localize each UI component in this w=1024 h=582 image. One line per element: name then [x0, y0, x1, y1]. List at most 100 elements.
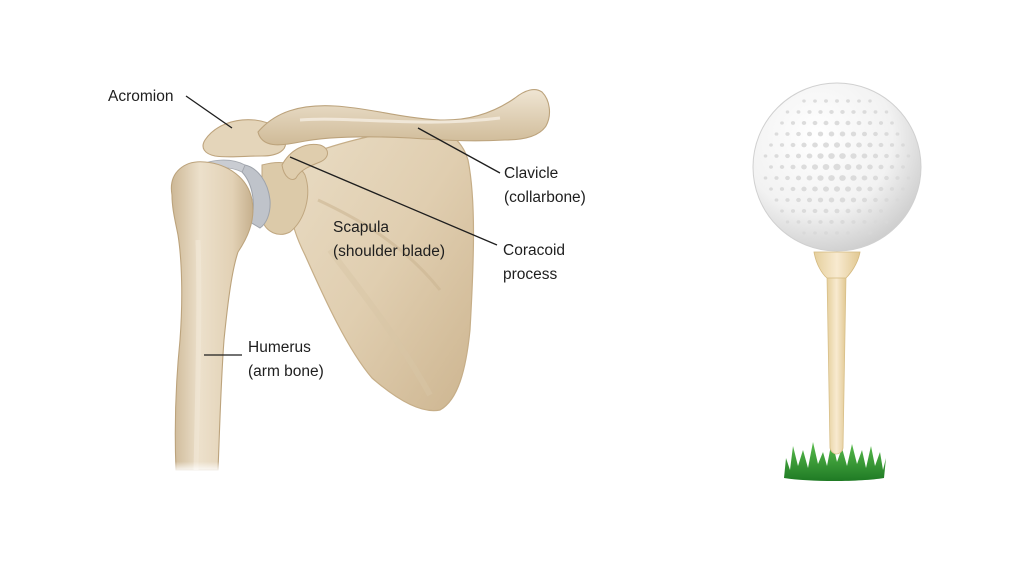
- golf-ball-dimple: [823, 142, 829, 148]
- golf-ball-dimple: [856, 142, 862, 148]
- golf-ball-dimple: [818, 220, 823, 224]
- golf-ball-dimple: [851, 220, 856, 224]
- golf-ball-dimple: [868, 231, 872, 235]
- clavicle-label: Clavicle: [504, 165, 558, 182]
- golf-ball-dimple: [855, 164, 863, 170]
- coracoid-label: Coracoid: [503, 242, 565, 259]
- golf-ball-dimple: [806, 197, 813, 203]
- golf-ball-dimple: [867, 186, 873, 192]
- golf-ball-dimple: [818, 110, 823, 114]
- leader-lines: [185, 95, 501, 356]
- golf-ball-dimple: [779, 143, 785, 147]
- golf-ball-dimple: [861, 197, 868, 203]
- clavicle-label-sub: (collarbone): [504, 189, 586, 206]
- golf-ball-dimple: [901, 187, 905, 191]
- golf-ball-dimple: [790, 121, 796, 125]
- golf-ball-dimple: [873, 220, 878, 224]
- golf-ball-dimple: [807, 110, 812, 114]
- golf-ball-dimple: [769, 165, 773, 169]
- golf-ball-dimple: [833, 186, 841, 192]
- golf-ball-dimple: [785, 110, 790, 114]
- golf-ball-dimple: [802, 99, 806, 103]
- golf-ball-dimple: [906, 154, 911, 158]
- humerus-label: Humerus: [248, 339, 311, 356]
- golf-ball-dimple: [785, 198, 790, 202]
- golf-ball-dimple: [774, 176, 779, 180]
- golf-ball-dimple: [780, 121, 784, 125]
- golf-ball-dimple: [795, 175, 802, 181]
- golf-ball-dimple: [845, 186, 851, 192]
- acromion-label: Acromion: [108, 88, 173, 105]
- golf-ball-dimple: [817, 153, 824, 159]
- golf-ball-dimple: [785, 153, 790, 159]
- golf-ball-dimple: [817, 197, 824, 203]
- golf-ball-dimple: [796, 110, 801, 114]
- golf-ball-dimple: [823, 186, 829, 192]
- golf-ball-on-tee-icon: [752, 82, 922, 481]
- golf-ball-dimple: [839, 131, 846, 137]
- golf-ball-dimple: [806, 175, 813, 181]
- golf-ball-dimple: [901, 143, 905, 147]
- golf-ball-dimple: [878, 164, 884, 170]
- golf-ball-dimple: [833, 163, 841, 171]
- golf-ball-dimple: [807, 220, 812, 224]
- golf-ball-dimple: [796, 197, 801, 203]
- golf-ball-dimple: [796, 220, 801, 224]
- golf-ball-dimple: [867, 121, 873, 125]
- golf-ball-dimple: [779, 165, 785, 169]
- golf-ball-dimple: [828, 153, 835, 159]
- golf-ball-dimple: [822, 164, 830, 170]
- golf-ball-dimple: [811, 164, 819, 170]
- golf-ball-dimple: [801, 142, 807, 148]
- golf-ball-dimple: [889, 187, 895, 191]
- cartilage-cap: [241, 164, 271, 229]
- clavicle-leader: [417, 127, 501, 174]
- golf-ball-dimple: [828, 197, 835, 203]
- golf-ball-dimple: [884, 175, 889, 181]
- humerus-label-sub: (arm bone): [248, 363, 324, 380]
- golf-ball-dimple: [867, 164, 873, 170]
- coracoid-process: [281, 143, 328, 180]
- golf-ball-dimple: [801, 164, 807, 170]
- golf-ball-dimple: [840, 110, 845, 114]
- golf-ball-dimple: [813, 231, 817, 235]
- golf-ball-dimple: [845, 120, 851, 126]
- golf-ball-dimple: [828, 175, 835, 181]
- golf-ball-dimple: [785, 132, 790, 136]
- golf-ball-dimple: [856, 208, 862, 214]
- golf-ball-dimple: [824, 231, 828, 235]
- golf-ball-dimple: [844, 164, 852, 170]
- shoulder-anatomy-illustration: [170, 89, 551, 472]
- golf-ball-dimple: [889, 165, 895, 169]
- golf-ball-dimple: [867, 209, 873, 213]
- golf-ball-dimple: [790, 209, 796, 213]
- golf-ball-dimple: [801, 209, 807, 213]
- golf-ball-dimple: [889, 143, 895, 147]
- golf-ball-dimple: [840, 220, 845, 224]
- golf-ball-dimple: [823, 120, 829, 126]
- golf-ball-dimple: [835, 99, 839, 103]
- anatomy-labels: Acromion Clavicle (collarbone) Scapula (…: [108, 88, 586, 380]
- golf-ball-dimple: [845, 142, 851, 148]
- golf-ball-dimple: [839, 175, 846, 181]
- golf-ball-dimple: [829, 220, 834, 224]
- acromion-leader: [185, 95, 233, 129]
- golf-ball-dimple: [861, 131, 868, 137]
- golf-ball-dimple: [806, 153, 813, 159]
- golf-ball-dimple: [812, 208, 818, 214]
- golf-ball-dimple: [834, 208, 840, 214]
- golf-ball-dimple: [862, 110, 867, 114]
- golf-ball-dimple: [769, 187, 773, 191]
- golf-ball-dimple: [878, 142, 884, 148]
- golf-ball-dimple: [828, 131, 835, 137]
- golf-ball-dimple: [884, 198, 889, 202]
- golf-ball-dimple: [785, 220, 790, 224]
- golf-ball-dimple: [857, 99, 861, 103]
- golf-ball-dimple: [806, 131, 813, 137]
- golf-ball-dimple: [850, 197, 857, 203]
- golf-ball-dimple: [796, 131, 801, 137]
- golf-ball-dimple: [817, 175, 824, 181]
- golf-ball-dimple: [901, 165, 905, 169]
- golf-ball-dimple: [884, 110, 889, 114]
- golf-ball-dimple: [801, 186, 807, 192]
